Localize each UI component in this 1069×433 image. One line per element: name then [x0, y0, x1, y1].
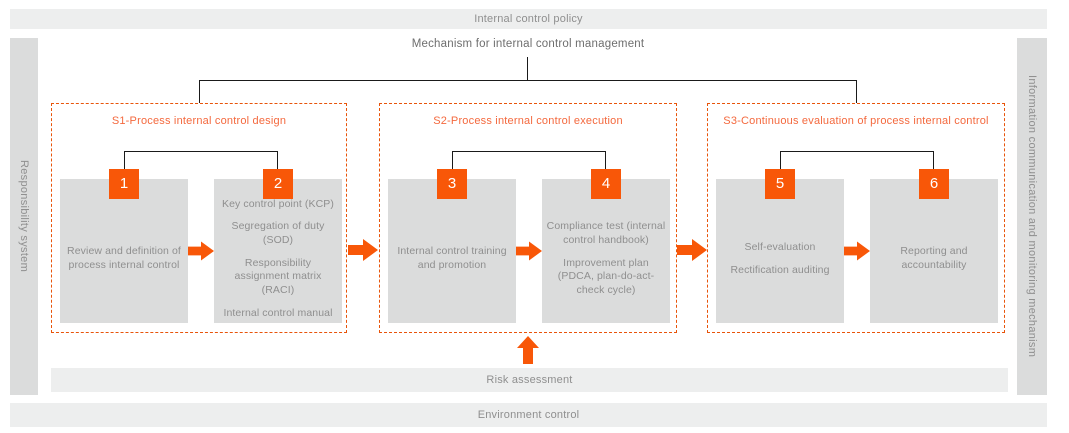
step-box-text: Segregation of duty (SOD) — [231, 220, 325, 247]
step-box-6: Reporting and accountability — [870, 179, 998, 323]
section-s3-evaluation: S3-Continuous evaluation of process inte… — [707, 103, 1005, 333]
connector-line-horizontal — [199, 80, 857, 81]
section-s2-title: S2-Process internal control execution — [433, 115, 623, 127]
internal-control-policy-label: Internal control policy — [474, 13, 583, 25]
environment-control-band: Environment control — [10, 403, 1047, 427]
flow-arrow-right-icon — [348, 239, 378, 261]
section-s1-design: S1-Process internal control design 1 2 R… — [51, 103, 347, 333]
connector-line-drop-left — [199, 81, 200, 103]
section-s1-title: S1-Process internal control design — [111, 115, 287, 127]
section-s3-title: S3-Continuous evaluation of process inte… — [723, 115, 989, 127]
responsibility-system-label: Responsibility system — [18, 160, 30, 273]
step-box-text: Internal control manual — [223, 306, 333, 319]
step-number-badge-5: 5 — [765, 169, 795, 199]
step-number-badge-6: 6 — [919, 169, 949, 199]
step-box-text: Review and definition of process interna… — [67, 245, 181, 271]
step-number-badge-3: 3 — [437, 169, 467, 199]
step-box-3: Internal control training and promotion — [388, 179, 516, 323]
risk-assessment-label: Risk assessment — [486, 374, 573, 386]
flow-arrow-right-icon — [516, 241, 542, 261]
information-communication-bar: Information communication and monitoring… — [1017, 38, 1047, 395]
step-box-text: Compliance test (internal control handbo… — [546, 220, 666, 247]
mechanism-label: Mechanism for internal control managemen… — [411, 38, 645, 50]
step-number-badge-2: 2 — [263, 169, 293, 199]
bracket-line — [780, 151, 934, 152]
bracket-line — [933, 151, 934, 169]
bracket-line — [124, 151, 278, 152]
step-box-text: Self-evaluation — [744, 240, 816, 253]
bracket-line — [452, 151, 606, 152]
step-box-text: Key control point (KCP) — [221, 197, 334, 210]
flow-arrow-right-icon — [677, 239, 707, 261]
bracket-line — [605, 151, 606, 169]
flow-arrow-right-icon — [188, 241, 214, 261]
step-box-text: Reporting and accountability — [900, 245, 968, 271]
step-box-text: Internal control training and promotion — [397, 245, 507, 271]
responsibility-system-bar: Responsibility system — [10, 38, 38, 395]
step-box-text: Improvement plan (PDCA, plan-do-act-chec… — [557, 256, 655, 296]
information-communication-label: Information communication and monitoring… — [1026, 75, 1038, 358]
step-box-4: Compliance test (internal control handbo… — [542, 179, 670, 323]
step-box-text: Rectification auditing — [730, 263, 830, 276]
internal-control-policy-band: Internal control policy — [10, 9, 1047, 29]
bracket-line — [277, 151, 278, 169]
flow-arrow-right-icon — [844, 241, 870, 261]
bracket-line — [452, 151, 453, 169]
step-box-text: Responsibility assignment matrix (RACI) — [234, 256, 322, 296]
step-number-badge-1: 1 — [109, 169, 139, 199]
bracket-line — [780, 151, 781, 169]
step-box-2: Key control point (KCP) Segregation of du… — [214, 179, 342, 323]
bracket-line — [124, 151, 125, 169]
risk-assessment-band: Risk assessment — [51, 368, 1008, 392]
connector-line-vertical — [527, 57, 528, 80]
flow-arrow-up-icon — [517, 336, 539, 364]
environment-control-label: Environment control — [477, 409, 580, 421]
section-s2-execution: S2-Process internal control execution 3 … — [379, 103, 677, 333]
step-number-badge-4: 4 — [591, 169, 621, 199]
step-box-1: Review and definition of process interna… — [60, 179, 188, 323]
connector-line-drop-right — [856, 81, 857, 103]
